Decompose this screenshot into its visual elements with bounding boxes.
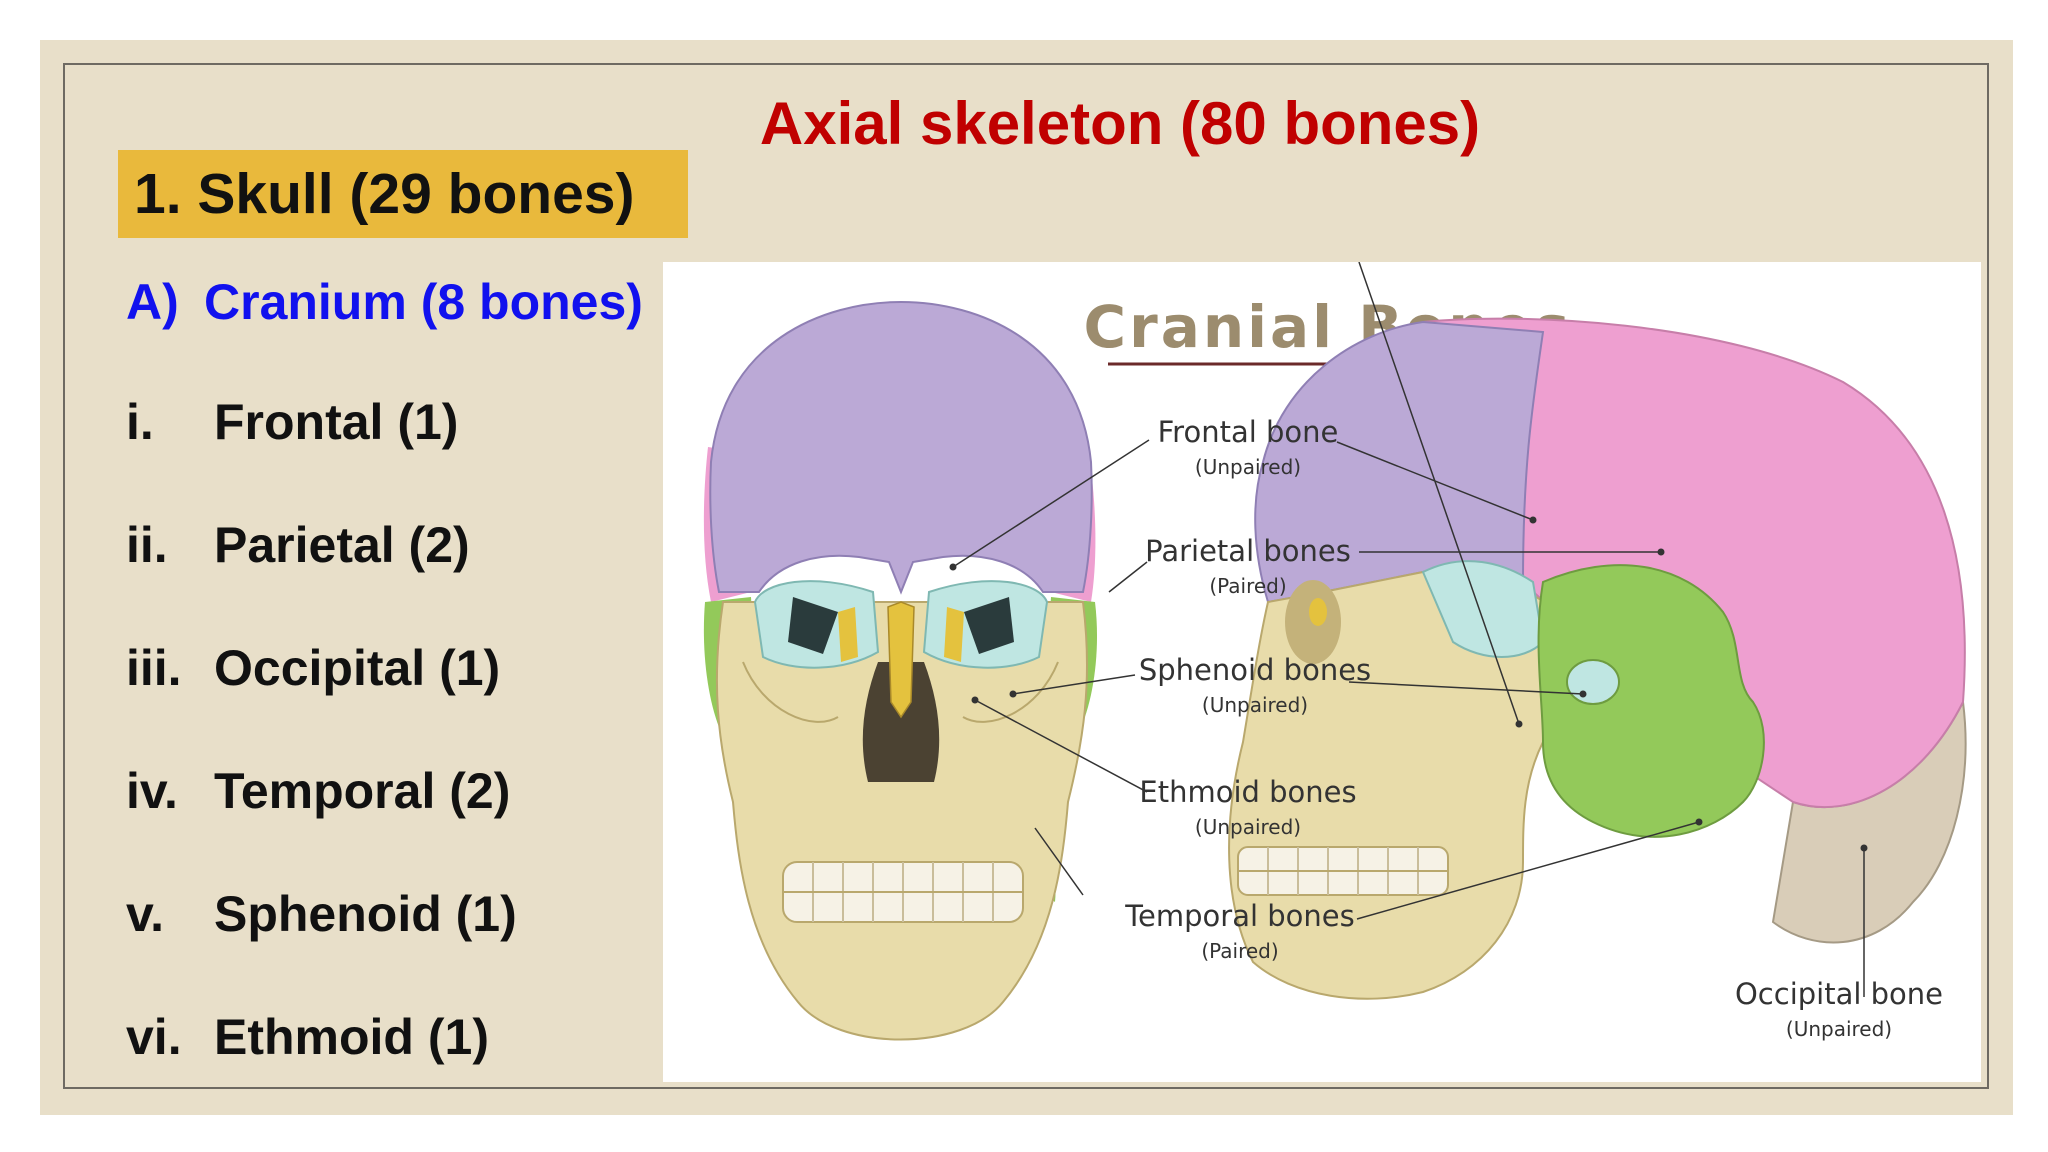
list-number: vi.: [126, 1009, 182, 1065]
label-temporal: Temporal bones: [1124, 899, 1354, 933]
leader-lines: [952, 262, 1865, 997]
list-label: Frontal (1): [214, 394, 459, 450]
list-item-sphenoid: v. Sphenoid (1): [126, 882, 517, 1005]
label-temporal-note: (Paired): [1201, 939, 1278, 963]
list-number: i.: [126, 394, 154, 450]
slide-frame: [63, 63, 1989, 1089]
cranial-bone-list: i. Frontal (1) ii. Parietal (2) iii. Occipi…: [126, 390, 517, 1128]
cranium-heading: A) Cranium (8 bones): [126, 270, 643, 334]
list-label: Ethmoid (1): [214, 1009, 489, 1065]
label-ethmoid: Ethmoid bones: [1139, 775, 1356, 809]
label-frontal-note: (Unpaired): [1195, 455, 1301, 479]
front-skull: [703, 300, 1098, 1041]
list-number: iii.: [126, 640, 182, 696]
cranial-bones-figure: Cranial Bones: [663, 262, 1981, 1082]
skull-heading: 1. Skull (29 bones): [118, 150, 688, 238]
side-skull: [1228, 317, 1967, 1000]
label-parietal-note: (Paired): [1209, 574, 1286, 598]
list-number: iv.: [126, 763, 178, 819]
label-sphenoid: Sphenoid bones: [1139, 653, 1371, 687]
bone-labels: Frontal bone (Unpaired) Parietal bones (…: [1124, 415, 1943, 1041]
list-item-parietal: ii. Parietal (2): [126, 513, 517, 636]
label-sphenoid-note: (Unpaired): [1202, 693, 1308, 717]
list-label: Occipital (1): [214, 640, 501, 696]
label-parietal: Parietal bones: [1145, 534, 1351, 568]
skull-illustration: Cranial Bones: [703, 262, 1967, 1041]
leader-dots: [949, 516, 1868, 852]
list-label: Sphenoid (1): [214, 886, 517, 942]
list-number: v.: [126, 886, 164, 942]
label-occipital: Occipital bone: [1735, 977, 1943, 1011]
list-item-temporal: iv. Temporal (2): [126, 759, 517, 882]
list-item-frontal: i. Frontal (1): [126, 390, 517, 513]
list-label: Temporal (2): [214, 763, 511, 819]
cranium-label: Cranium (8 bones): [204, 274, 643, 330]
label-ethmoid-note: (Unpaired): [1195, 815, 1301, 839]
list-label: Parietal (2): [214, 517, 470, 573]
list-item-occipital: iii. Occipital (1): [126, 636, 517, 759]
label-occipital-note: (Unpaired): [1786, 1017, 1892, 1041]
slide-title: Axial skeleton (80 bones): [759, 90, 1481, 157]
list-number: ii.: [126, 517, 168, 573]
label-frontal: Frontal bone: [1158, 415, 1339, 449]
cranium-marker: A): [126, 274, 179, 330]
list-item-ethmoid: vi. Ethmoid (1): [126, 1005, 517, 1128]
